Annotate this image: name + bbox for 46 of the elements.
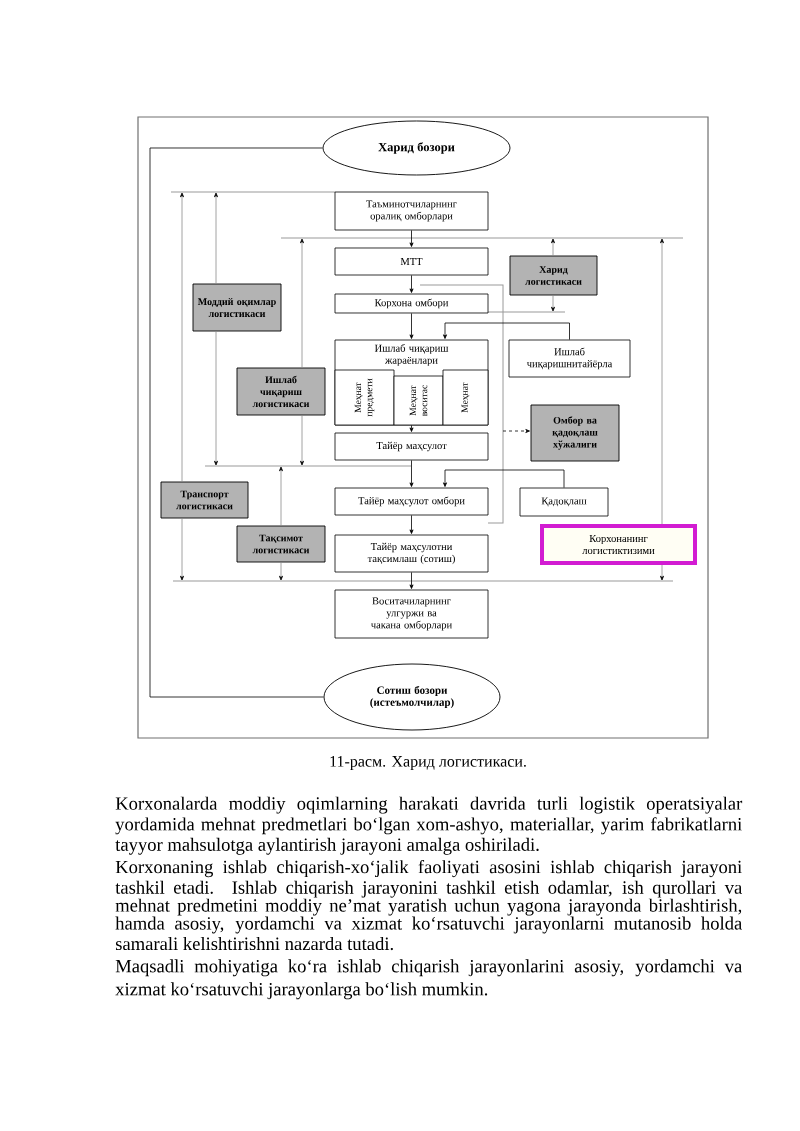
arrow [409,572,414,589]
system-box: Корхонанинг логистиктизими [540,524,697,565]
arrow [214,192,218,284]
arrow [551,295,555,312]
process-box: Қадоқлаш [519,487,609,517]
arrow [180,518,184,581]
arrow [409,230,414,247]
process-box: Тайёр маҳсулотни тақсимлаш (сотиш) [334,534,489,573]
arrow [409,425,414,432]
arrow [300,238,304,368]
process-box: Воситачиларнинг улгуржи ва чакана омборлари [334,589,489,639]
paragraph: Korxonalarda moddiy oqimlarning harakati davrida turli logistik operatsiyalar yordamida mehnat predmetlari bo‘lgan xom-ashyo, materiallar, yarim fabrikatlarni tayyor mahsulotga aylantirish jarayoni amalga oshiriladi. [115,796,743,855]
connector-line [149,147,324,698]
arrow [279,466,283,526]
logistics-box: Транспорт логистикаси [160,481,249,519]
paragraph: Korxonaning ishlab chiqarish-xo‘jalik faoliyati asosini ishlab chiqarish jarayoni tashkil etadi. Ishlab chiqarish jarayonini tashkil etish odamlar, ish qurollari va mehnat predmetini moddiy ne’mat yaratish uchun yagona jarayonda birlashtirish, hamda asosiy, yordamchi va xizmat ko‘rsatuvchi jarayonlarni mutanosib holda samarali kelishtirishni nazarda tutadi. [115,860,742,951]
logistics-box: Харид логистикаси [509,255,598,296]
process-column: Меҳнат воситас [393,375,444,426]
arrow [409,275,414,293]
arrow [409,313,414,339]
process-column: Меҳнат предмети [334,369,395,426]
process-column: Меҳнат [442,369,489,426]
arrow [180,192,184,482]
caption: 11-расм. Харид логистикаси. [330,756,526,770]
arrow [214,331,218,466]
arrow [551,238,555,256]
arrow [660,238,664,525]
arrow [279,562,283,581]
arrow [443,469,565,488]
process-box: Тайёр маҳсулот [334,432,489,461]
logistics-box: Омбор ва қадоқлаш хўжалиги [530,404,620,462]
logistics-box: Тақсимот логистикаси [236,525,326,563]
arrow [300,415,304,466]
process-box: Тайёр маҳсулот омбори [334,487,489,516]
logistics-box: Ишлаб чиқариш логистикаси [236,367,326,416]
process-box: МТТ [334,247,489,276]
process-box: Таъминотчиларнинг оралиқ омборлари [334,191,489,231]
process-box: Корхона омбори [334,293,489,314]
paragraph: Maqsadli mohiyatiga ko‘ra ishlab chiqarish jarayonlarini asosiy, yordamchi va xizmat ko‘rsatuvchi jarayonlarga bo‘lish mumkin. [115,959,742,1000]
process-box: Ишлаб чиқаришнитайёрла [508,339,631,378]
logistics-box: Моддий оқимлар логистикаси [192,283,282,332]
arrow [443,322,570,340]
arrow [409,515,414,534]
arrow [502,429,530,433]
arrow [660,564,664,581]
arrow [409,460,414,487]
